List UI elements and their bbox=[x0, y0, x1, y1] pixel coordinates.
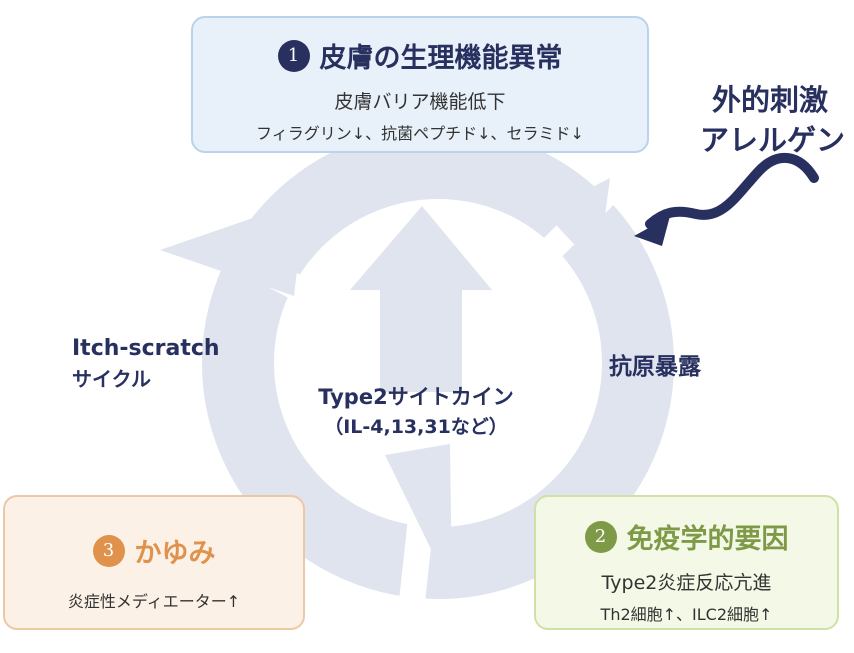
itch-title: かゆみ bbox=[134, 538, 216, 569]
number-badge-1: 1 bbox=[277, 39, 310, 72]
skin-physiology-box: 1 皮膚の生理機能異常 皮膚バリア機能低下 フィラグリン↓、抗菌ペプチド↓、セラ… bbox=[191, 16, 649, 153]
skin-physiology-title: 皮膚の生理機能異常 bbox=[319, 43, 563, 74]
itch-scratch-line1: Itch-scratch bbox=[72, 336, 220, 361]
itch-detail: 炎症性メディエーター↑ bbox=[67, 592, 241, 611]
itch-scratch-line2: サイクル bbox=[72, 367, 151, 391]
external-stimulus-label: 外的刺激 アレルゲン bbox=[700, 80, 845, 160]
itch-scratch-label: Itch-scratch サイクル bbox=[72, 334, 220, 394]
skin-physiology-detail: フィラグリン↓、抗菌ペプチド↓、セラミド↓ bbox=[256, 124, 584, 143]
wavy-arrow-head-icon bbox=[634, 216, 670, 246]
itch-box: 3 かゆみ 炎症性メディエーター↑ bbox=[3, 495, 305, 630]
center-up-arrow-icon bbox=[350, 206, 492, 392]
immunology-title: 免疫学的要因 bbox=[626, 524, 789, 555]
cycle-arrowhead-left bbox=[160, 200, 305, 296]
number-badge-3: 3 bbox=[92, 534, 125, 567]
antigen-exposure-label: 抗原暴露 bbox=[609, 354, 701, 380]
cycle-arrowhead-top-right bbox=[544, 178, 610, 270]
number-badge-2: 2 bbox=[584, 520, 617, 553]
immunology-detail: Th2細胞↑、ILC2細胞↑ bbox=[600, 605, 773, 624]
type2-cytokine-line1: Type2サイトカイン bbox=[318, 385, 514, 409]
immunology-box: 2 免疫学的要因 Type2炎症反応亢進 Th2細胞↑、ILC2細胞↑ bbox=[534, 495, 839, 630]
external-stimulus-line2: アレルゲン bbox=[700, 123, 846, 157]
external-stimulus-line1: 外的刺激 bbox=[712, 83, 829, 117]
cycle-arrowhead-bottom bbox=[385, 444, 452, 592]
wavy-arrow-icon bbox=[645, 152, 819, 229]
skin-physiology-subtitle: 皮膚バリア機能低下 bbox=[334, 91, 506, 113]
type2-cytokine-line2: （IL-4,13,31など） bbox=[324, 416, 508, 438]
immunology-subtitle: Type2炎症反応亢進 bbox=[601, 572, 772, 594]
type2-cytokine-label: Type2サイトカイン （IL-4,13,31など） bbox=[286, 382, 546, 442]
